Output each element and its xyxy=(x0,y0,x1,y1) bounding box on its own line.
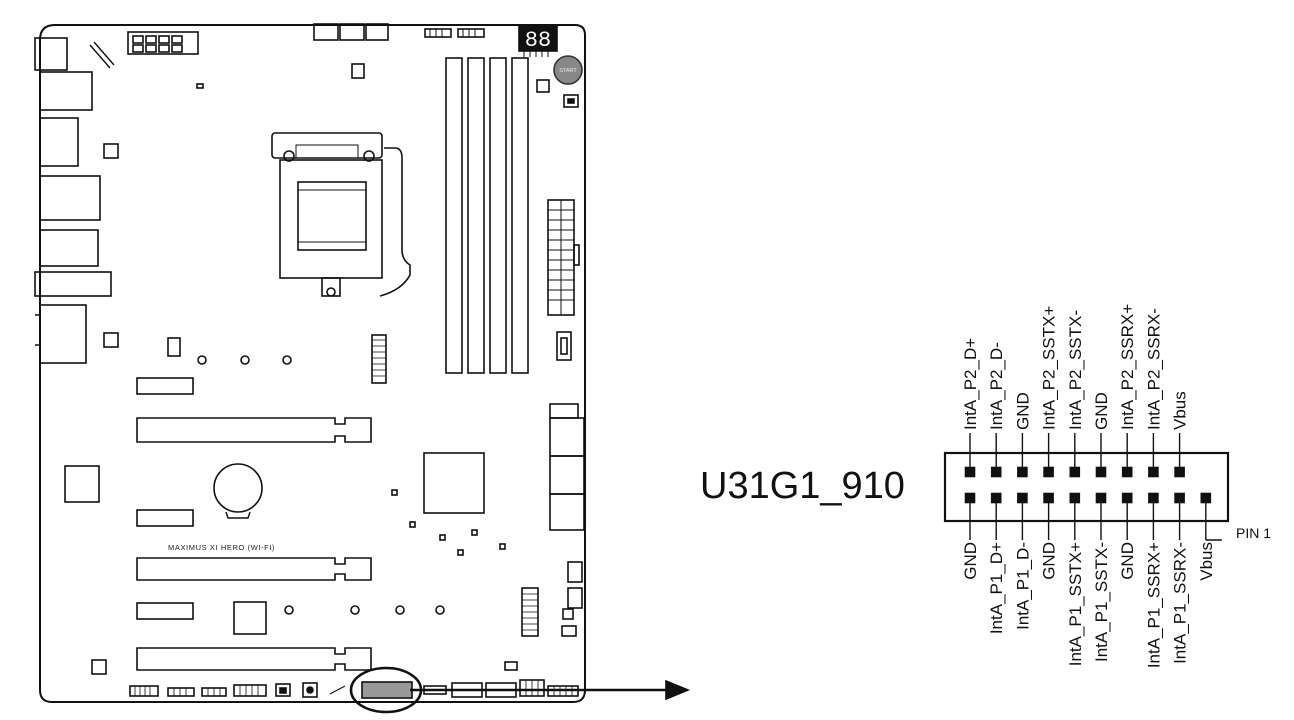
pin-label-top: IntA_P2_SSTX+ xyxy=(1040,306,1059,430)
pin-label-bottom: IntA_P1_D- xyxy=(1013,542,1032,630)
board-model-label: MAXIMUS XI HERO (WI-FI) xyxy=(168,543,275,552)
pin-bottom-1 xyxy=(964,492,976,504)
pin-top-9 xyxy=(1174,466,1185,478)
pin-label-top: IntA_P2_SSRX- xyxy=(1144,308,1163,430)
pin-top-1 xyxy=(964,466,976,478)
pin-label-top: IntA_P2_D- xyxy=(987,342,1006,430)
pin-label-bottom: IntA_P1_D+ xyxy=(987,542,1006,634)
pin-top-6 xyxy=(1095,466,1107,478)
dimm-slots xyxy=(445,57,529,374)
pin-top-3 xyxy=(1017,466,1028,478)
pin-bottom-9 xyxy=(1174,492,1185,504)
pin-label-bottom: Vbus xyxy=(1197,542,1216,581)
atx-power-connector xyxy=(547,199,580,316)
bottom-pin-labels: GND IntA_P1_D+ IntA_P1_D- GND IntA_P1_SSTX+ I… xyxy=(961,542,1216,668)
pin-top-2 xyxy=(990,466,1002,478)
cmos-battery xyxy=(213,463,263,519)
rear-io-ports xyxy=(34,37,112,364)
pin-bottom-4 xyxy=(1043,492,1054,504)
pin-label-bottom: IntA_P1_SSTX- xyxy=(1092,542,1111,662)
fan-headers xyxy=(313,23,485,41)
cpu-socket xyxy=(271,132,411,297)
pin-label-bottom: IntA_P1_SSTX+ xyxy=(1066,542,1085,666)
pin-bottom-5 xyxy=(1069,492,1081,504)
pin1-label: PIN 1 xyxy=(1236,525,1271,541)
pin-top-4 xyxy=(1043,466,1054,478)
pin-header xyxy=(943,433,1230,541)
pin-label-bottom: GND xyxy=(1040,542,1059,580)
pin-label-bottom: GND xyxy=(1118,542,1137,580)
pin-label-bottom: IntA_P1_SSRX+ xyxy=(1144,542,1163,668)
pin-bottom-10 xyxy=(1200,492,1212,504)
pin-label-bottom: GND xyxy=(961,542,980,580)
pin-bottom-6 xyxy=(1095,492,1107,504)
header-name: U31G1_910 xyxy=(700,465,905,507)
pin-label-top: IntA_P2_SSRX+ xyxy=(1118,304,1137,430)
pin-bottom-2 xyxy=(990,492,1002,504)
start-button: START xyxy=(553,55,583,85)
pin-label-top: GND xyxy=(1013,392,1032,430)
pin-label-top: Vbus xyxy=(1171,391,1190,430)
pin-label-top: IntA_P2_D+ xyxy=(961,338,980,430)
pin-marks xyxy=(964,466,1212,504)
pin-top-5 xyxy=(1069,466,1081,478)
pin-top-7 xyxy=(1121,466,1133,478)
pin-leads xyxy=(969,433,1222,541)
pin-label-top: GND xyxy=(1092,392,1111,430)
debug-led-display: 88 xyxy=(518,24,558,57)
pcie-slot-2 xyxy=(136,557,372,581)
pin-top-8 xyxy=(1148,466,1159,478)
svg-text:88: 88 xyxy=(525,28,551,53)
motherboard: 88 START xyxy=(34,23,586,714)
pin-label-bottom: IntA_P1_SSRX- xyxy=(1171,542,1190,664)
pin-bottom-3 xyxy=(1017,492,1028,504)
pin-label-top: IntA_P2_SSTX- xyxy=(1066,310,1085,430)
pin-bottom-7 xyxy=(1121,492,1133,504)
pin-bottom-8 xyxy=(1148,492,1159,504)
cpu-power-connector xyxy=(127,31,199,55)
svg-text:START: START xyxy=(559,68,577,74)
pointer-arrow xyxy=(410,679,691,701)
pcie-slot-1 xyxy=(136,417,372,443)
top-pin-labels: IntA_P2_D+ IntA_P2_D- GND IntA_P2_SSTX+ IntA… xyxy=(961,304,1190,430)
chipset xyxy=(423,452,485,514)
